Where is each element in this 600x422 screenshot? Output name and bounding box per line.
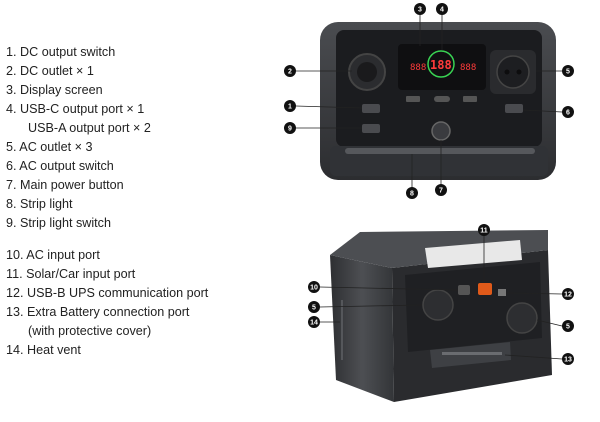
ac-outlet bbox=[422, 289, 454, 321]
legend-item: 1. DC output switch bbox=[6, 45, 116, 59]
back-view bbox=[330, 230, 552, 402]
badge-2: 2 bbox=[284, 65, 296, 77]
svg-text:14: 14 bbox=[310, 320, 318, 327]
legend-item: 5. AC outlet × 3 bbox=[6, 140, 93, 154]
usb-b-port bbox=[498, 289, 506, 296]
svg-text:2: 2 bbox=[288, 69, 292, 76]
ac-pin bbox=[504, 69, 510, 75]
usb-a-port bbox=[463, 96, 477, 102]
svg-text:5: 5 bbox=[312, 305, 316, 312]
front-view: 888 188 888 bbox=[320, 22, 556, 180]
ac-outlet bbox=[506, 302, 538, 334]
svg-text:5: 5 bbox=[566, 69, 570, 76]
badge-9: 9 bbox=[284, 122, 296, 134]
badge-7: 7 bbox=[435, 184, 447, 196]
svg-text:9: 9 bbox=[288, 126, 292, 133]
main-power-button bbox=[431, 121, 451, 141]
strip-light bbox=[345, 148, 535, 154]
ac-pin bbox=[516, 69, 522, 75]
svg-text:11: 11 bbox=[480, 228, 488, 235]
svg-text:1: 1 bbox=[288, 104, 292, 111]
legend-item: 9. Strip light switch bbox=[6, 216, 111, 230]
legend-item: 2. DC outlet × 1 bbox=[6, 64, 94, 78]
badges: 3 4 2 1 9 5 6 8 7 11 10 5 14 12 5 13 bbox=[284, 3, 574, 365]
badge-13: 13 bbox=[562, 353, 574, 365]
badge-5: 5 bbox=[562, 65, 574, 77]
legend-item: 10. AC input port bbox=[6, 248, 100, 262]
svg-text:6: 6 bbox=[566, 110, 570, 117]
badge-3: 3 bbox=[414, 3, 426, 15]
badge-14: 14 bbox=[308, 316, 320, 328]
handle-opening bbox=[425, 240, 522, 268]
legend-item: 13. Extra Battery connection port bbox=[6, 305, 190, 319]
badge-10: 10 bbox=[308, 281, 320, 293]
display-left-readout: 888 bbox=[410, 63, 426, 73]
svg-text:13: 13 bbox=[564, 357, 572, 364]
legend-item: 6. AC output switch bbox=[6, 159, 114, 173]
battery-cover-ridge bbox=[442, 352, 502, 355]
ac-input-port bbox=[458, 285, 470, 295]
display-screen bbox=[398, 44, 486, 90]
legend-item: 12. USB-B UPS communication port bbox=[6, 286, 209, 300]
legend-item: 3. Display screen bbox=[6, 83, 103, 97]
badge-1: 1 bbox=[284, 100, 296, 112]
ac-output-switch bbox=[505, 104, 523, 113]
ac-outlet-face bbox=[496, 55, 530, 89]
strip-light-switch bbox=[362, 124, 380, 133]
legend-item: USB-A output port × 2 bbox=[28, 121, 151, 135]
badge-12: 12 bbox=[562, 288, 574, 300]
legend-item: 4. USB-C output port × 1 bbox=[6, 102, 145, 116]
display-center-readout: 188 bbox=[430, 58, 452, 72]
badge-5: 5 bbox=[308, 301, 320, 313]
badge-11: 11 bbox=[478, 224, 490, 236]
badge-5: 5 bbox=[562, 320, 574, 332]
legend-item: 14. Heat vent bbox=[6, 343, 81, 357]
side-face bbox=[330, 255, 394, 402]
display-right-readout: 888 bbox=[460, 63, 476, 73]
dc-output-switch bbox=[362, 104, 380, 113]
badge-8: 8 bbox=[406, 187, 418, 199]
rear-panel bbox=[405, 262, 542, 352]
svg-text:3: 3 bbox=[418, 7, 422, 14]
usb-c-port bbox=[434, 96, 450, 102]
solar-car-input-port bbox=[478, 283, 492, 295]
leader-lines bbox=[295, 15, 563, 360]
dc-outlet-core bbox=[357, 62, 377, 82]
svg-text:12: 12 bbox=[564, 292, 572, 299]
legend-item: 8. Strip light bbox=[6, 197, 73, 211]
legend-item: 7. Main power button bbox=[6, 178, 124, 192]
badge-6: 6 bbox=[562, 106, 574, 118]
display-ring bbox=[427, 50, 455, 78]
legend-item: (with protective cover) bbox=[28, 324, 152, 338]
svg-text:10: 10 bbox=[310, 285, 318, 292]
badge-4: 4 bbox=[436, 3, 448, 15]
svg-text:5: 5 bbox=[566, 324, 570, 331]
legend-item: 11. Solar/Car input port bbox=[6, 267, 136, 281]
svg-text:8: 8 bbox=[410, 191, 414, 198]
svg-text:7: 7 bbox=[439, 188, 443, 195]
usb-a-port bbox=[406, 96, 420, 102]
svg-text:4: 4 bbox=[440, 7, 444, 14]
